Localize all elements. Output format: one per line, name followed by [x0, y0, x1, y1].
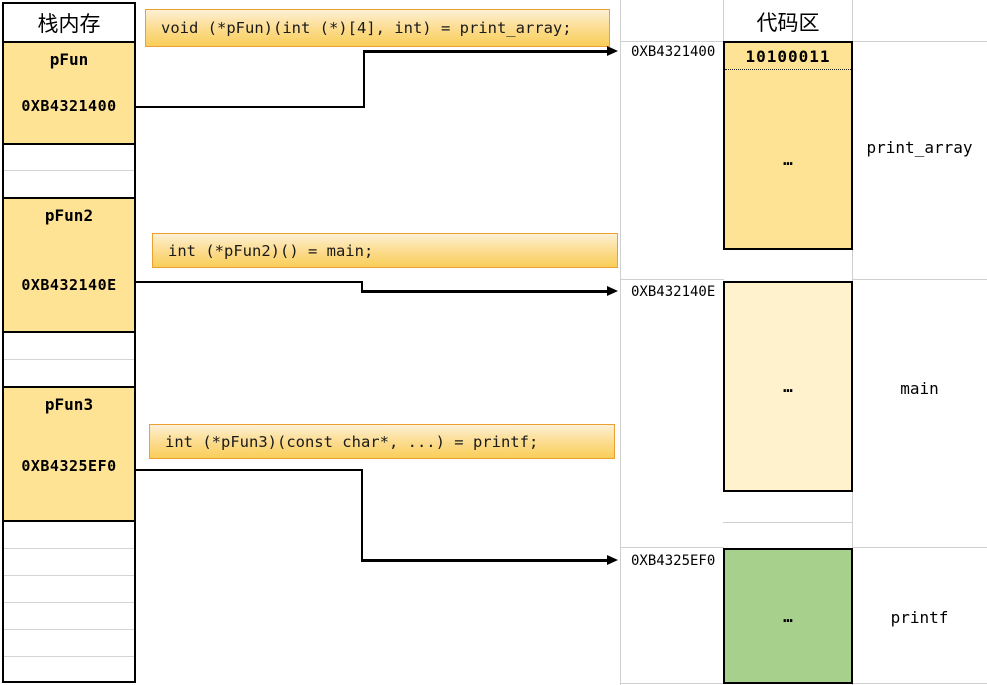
- stack-empty-row: [4, 145, 134, 171]
- stack-cell-pfun: pFun 0XB4321400: [4, 41, 134, 145]
- stack-cell-pfun2-address: 0XB432140E: [21, 276, 117, 294]
- grid-hline-row2-left: [620, 279, 724, 280]
- code-block-ellipsis: …: [783, 606, 793, 626]
- declaration-box-pfun3: int (*pFun3)(const char*, ...) = printf;: [149, 424, 615, 459]
- pfun-arrow-segment: [136, 105, 365, 108]
- stack-cell-pfun2: pFun2 0XB432140E: [4, 197, 134, 333]
- stack-empty-row: [4, 657, 134, 681]
- grid-vline-address-col: [620, 0, 621, 685]
- declaration-box-pfun: void (*pFun)(int (*)[4], int) = print_ar…: [145, 9, 610, 47]
- code-block-printf: …: [723, 548, 853, 684]
- pfun3-arrow-segment: [360, 468, 363, 562]
- grid-hline-row2-right: [852, 279, 987, 280]
- pfun3-arrow-segment: [136, 468, 363, 471]
- code-block-main: …: [723, 281, 853, 492]
- function-label-printf: printf: [890, 608, 949, 627]
- code-block-print-array: 10100011 …: [723, 41, 853, 250]
- stack-cell-pfun2-name: pFun2: [44, 206, 94, 225]
- pfun2-arrow-segment: [360, 280, 363, 293]
- pfun2-arrow-head-icon: [607, 285, 618, 296]
- pfun3-arrow-segment: [360, 559, 608, 562]
- grid-hline-row3-right: [852, 547, 987, 548]
- stack-empty-row: [4, 549, 134, 576]
- stack-empty-row: [4, 603, 134, 630]
- stack-cell-pfun-address: 0XB4321400: [21, 97, 117, 115]
- stack-memory-column: 栈内存 pFun 0XB4321400 pFun2 0XB432140E pFu…: [2, 2, 136, 683]
- stack-empty-row: [4, 630, 134, 657]
- grid-hline-gap: [723, 522, 853, 523]
- grid-vline-codearea-left: [723, 0, 724, 41]
- declaration-box-pfun2: int (*pFun2)() = main;: [152, 233, 618, 268]
- pfun-arrow-segment: [362, 50, 365, 108]
- stack-cell-pfun3-name: pFun3: [44, 395, 94, 414]
- address-label-main: 0XB432140E: [631, 284, 716, 300]
- code-block-ellipsis: …: [783, 149, 793, 169]
- pfun2-arrow-segment: [360, 290, 608, 293]
- address-label-printf: 0XB4325EF0: [631, 553, 716, 569]
- pfun-arrow-segment: [362, 50, 608, 53]
- stack-empty-row: [4, 333, 134, 360]
- stack-memory-title: 栈内存: [37, 12, 101, 36]
- pfun3-arrow-head-icon: [607, 554, 618, 565]
- stack-cell-pfun3-address: 0XB4325EF0: [21, 457, 117, 475]
- code-area-title: 代码区: [756, 12, 820, 35]
- stack-empty-row: [4, 522, 134, 549]
- declaration-pfun3-code: int (*pFun3)(const char*, ...) = printf;: [165, 432, 539, 451]
- stack-empty-row: [4, 171, 134, 197]
- stack-cell-pfun3: pFun3 0XB4325EF0: [4, 386, 134, 522]
- pfun2-arrow-segment: [136, 280, 363, 283]
- address-label-print-array: 0XB4321400: [631, 44, 716, 60]
- pfun-arrow-head-icon: [607, 45, 618, 56]
- stack-cell-pfun-name: pFun: [49, 50, 89, 69]
- stack-empty-row: [4, 360, 134, 386]
- declaration-pfun2-code: int (*pFun2)() = main;: [168, 241, 374, 260]
- grid-hline-row3-left: [620, 547, 724, 548]
- function-label-main: main: [900, 379, 939, 398]
- code-block-binary-value: 10100011: [725, 43, 851, 70]
- code-block-ellipsis: …: [783, 377, 793, 396]
- stack-empty-row: [4, 576, 134, 603]
- declaration-pfun-code: void (*pFun)(int (*)[4], int) = print_ar…: [161, 19, 572, 37]
- function-label-print-array: print_array: [866, 138, 973, 157]
